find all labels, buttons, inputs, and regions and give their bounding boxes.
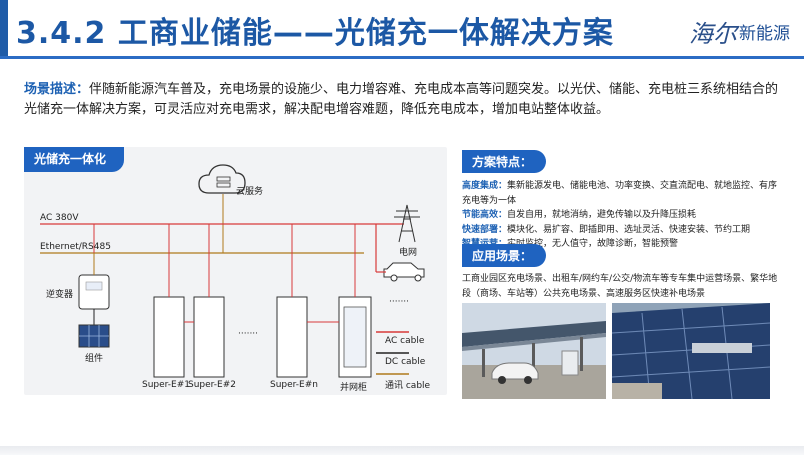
grid-label: 电网: [399, 248, 418, 258]
page-title: 3.4.2 工商业储能——光储充一体解决方案: [16, 16, 614, 51]
car-icon: [383, 262, 425, 282]
description-label: 场景描述：: [24, 82, 90, 97]
scenarios-text: 工商业园区充电场景、出租车/网约车/公交/物流车等专车集中运营场景、繁华地段（商…: [462, 274, 778, 299]
feature-item: 高度集成：集新能源发电、储能电池、功率变换、交直流配电、就地监控、有序充电等为一…: [462, 179, 782, 208]
title-bar: 3.4.2 工商业储能——光储充一体解决方案 海尔 新能源: [0, 0, 804, 62]
bottom-shadow: [0, 446, 804, 455]
feature-item: 快速部署：模块化、易扩容、即插即用、选址灵活、快速安装、节约工期: [462, 223, 782, 238]
diagram-lines: [40, 164, 425, 378]
cloud-icon: [198, 164, 246, 194]
features-heading: 方案特点：: [462, 150, 547, 173]
unit-label-1: Super-E#1: [142, 380, 190, 390]
inverter-label: 逆变器: [46, 290, 74, 300]
feature-key: 高度集成：: [462, 181, 508, 191]
rooftop-pv-photo: [612, 303, 770, 399]
system-diagram: 光储充一体化: [24, 147, 447, 395]
title-accent: [0, 0, 8, 56]
brand-script: 海尔: [689, 20, 737, 48]
scenarios-panel: 应用场景： 工商业园区充电场景、出租车/网约车/公交/物流车等专车集中运营场景、…: [462, 244, 782, 302]
feature-item: 节能高效：自发自用，就地消纳，避免传输以及升降压损耗: [462, 208, 782, 223]
feature-text: 集新能源发电、储能电池、功率变换、交直流配电、就地监控、有序充电等为一体: [462, 181, 778, 206]
scene-description: 场景描述：伴随新能源汽车普及，充电场景的设施少、电力增容难、充电成本高等问题突发…: [24, 80, 784, 120]
cloud-label: 云服务: [236, 187, 264, 197]
feature-text: 模块化、易扩容、即插即用、选址灵活、快速安装、节约工期: [507, 224, 751, 235]
cabinet-label: 并网柜: [340, 383, 368, 393]
brand-text: 新能源: [739, 24, 790, 44]
feature-text: 实时监控，无人值守，故障诊断，智能预警: [507, 239, 679, 249]
unit-label-n: Super-E#n: [270, 380, 318, 390]
legend-dc: DC cable: [385, 357, 426, 367]
grid-tower-icon: [394, 204, 420, 243]
ac-bus-label: AC 380V: [40, 213, 79, 223]
description-text: 伴随新能源汽车普及，充电场景的设施少、电力增容难、充电成本高等问题突发。以光伏、…: [24, 82, 779, 117]
carport-photo: [462, 303, 606, 399]
brand-logo: 海尔 新能源: [689, 14, 790, 49]
inverter-icon: [78, 274, 110, 310]
feature-key: 快速部署：: [462, 224, 508, 235]
unit-label-2: Super-E#2: [188, 380, 236, 390]
features-panel: 方案特点： 高度集成：集新能源发电、储能电池、功率变换、交直流配电、就地监控、有…: [462, 150, 782, 252]
storage-cabinets: [153, 296, 372, 378]
legend-comm: 通讯 cable: [385, 381, 431, 391]
legend-ac: AC cable: [385, 336, 425, 346]
diagram-tag: 光储充一体化: [24, 147, 125, 172]
ethernet-bus-label: Ethernet/RS485: [40, 242, 111, 252]
units-ellipsis: ·······: [238, 329, 259, 339]
pv-panel-icon: [78, 324, 110, 348]
scenarios-heading: 应用场景：: [462, 244, 547, 267]
feature-key: 节能高效：: [462, 210, 508, 220]
pv-label: 组件: [85, 354, 104, 364]
feature-text: 自发自用，就地消纳，避免传输以及升降压损耗: [507, 210, 697, 220]
title-divider: [0, 56, 804, 59]
car-ellipsis: ·······: [389, 297, 410, 307]
